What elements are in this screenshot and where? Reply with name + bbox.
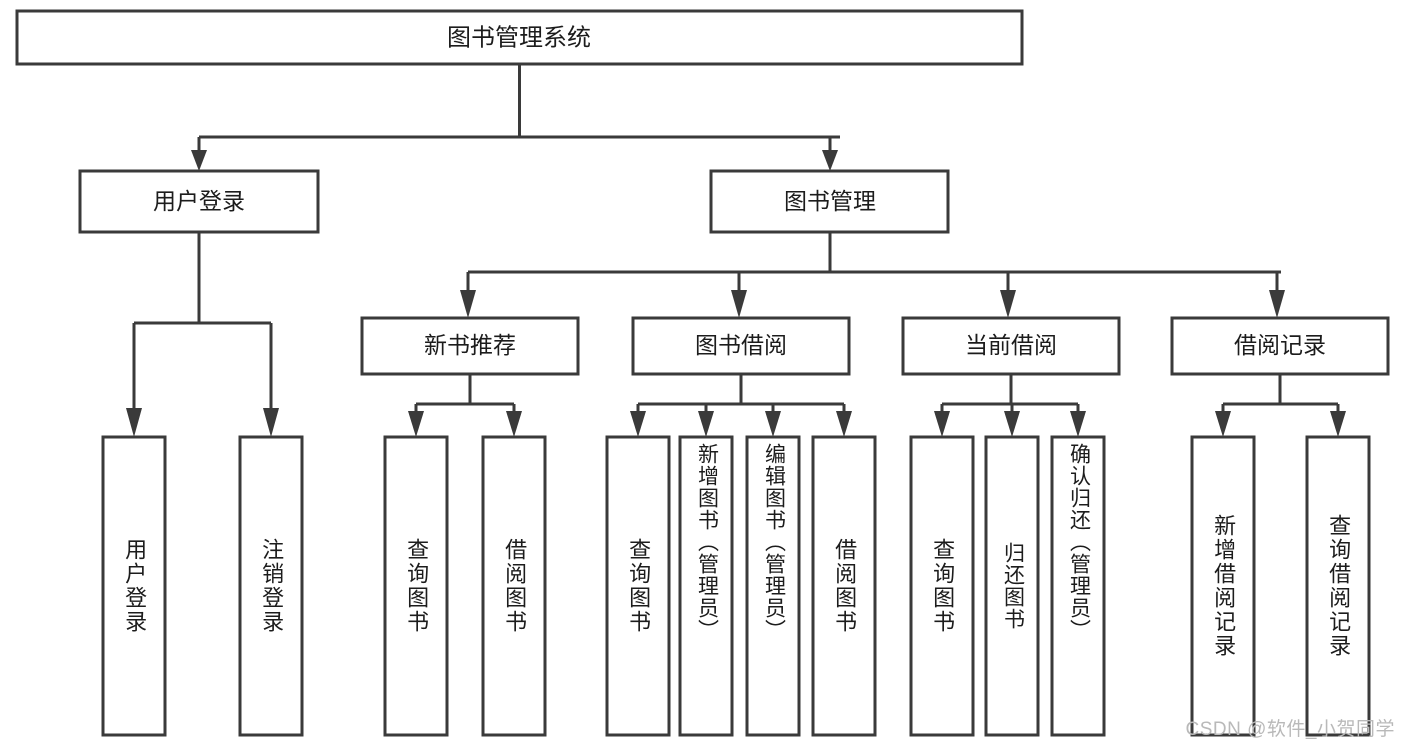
arrow-head-leaf-logout: [263, 408, 279, 437]
arrow-head-borrow-record: [1269, 290, 1285, 318]
arrow-head-current-borrow: [1000, 290, 1016, 318]
arrow-head-user-login: [191, 150, 207, 171]
leaf-box-borrow-book-b[interactable]: [811, 435, 877, 737]
leaf-box-query-book-a[interactable]: [383, 435, 449, 737]
node-current-borrow[interactable]: 当前借阅: [901, 316, 1121, 376]
node-user-login[interactable]: 用户登录: [78, 169, 320, 234]
book-borrow-box[interactable]: [631, 316, 851, 376]
leaf-box-query-book-c[interactable]: [909, 435, 975, 737]
arrow-head-borrow-book: [731, 290, 747, 318]
arrow-head-leaf-edit-book: [765, 411, 781, 437]
user-login-label: 用户登录: [153, 188, 245, 214]
book-management-box[interactable]: [709, 169, 950, 234]
leaf-box-return-book[interactable]: [984, 435, 1040, 737]
arrow-head-leaf-borrow-book-a: [506, 411, 522, 437]
arrow-head-book-mgmt: [822, 150, 838, 171]
connector-group-user-login: [126, 232, 279, 437]
borrow-record-label: 借阅记录: [1234, 332, 1326, 358]
leaf-box-logout[interactable]: [238, 435, 304, 737]
arrow-head-leaf-query-book-c: [934, 411, 950, 437]
arrow-head-new-book: [460, 290, 476, 318]
connector-group-new-book: [408, 374, 522, 437]
leaf-box-borrow-book-a[interactable]: [481, 435, 547, 737]
arrow-head-leaf-query-book-a: [408, 411, 424, 437]
node-book-management[interactable]: 图书管理: [709, 169, 950, 234]
node-book-borrow[interactable]: 图书借阅: [631, 316, 851, 376]
current-borrow-label: 当前借阅: [965, 332, 1057, 358]
root-node-box[interactable]: [15, 9, 1024, 66]
current-borrow-box[interactable]: [901, 316, 1121, 376]
connector-group-borrow-record: [1215, 374, 1346, 437]
leaf-box-add-book[interactable]: [678, 435, 734, 737]
arrow-head-leaf-add-book: [698, 411, 714, 437]
connector-group-current-borrow: [934, 374, 1086, 437]
leaf-box-query-book-b[interactable]: [605, 435, 671, 737]
arrow-head-leaf-query-record: [1330, 411, 1346, 437]
arrow-head-leaf-query-book-b: [630, 411, 646, 437]
arrow-head-leaf-user-login: [126, 408, 142, 437]
leaf-box-edit-book[interactable]: [745, 435, 801, 737]
arrow-head-leaf-borrow-book-b: [836, 411, 852, 437]
connector-group-book-management: [460, 232, 1285, 318]
arrow-head-leaf-return-book: [1004, 411, 1020, 437]
book-borrow-label: 图书借阅: [695, 332, 787, 358]
user-login-box[interactable]: [78, 169, 320, 234]
node-new-book-recommend[interactable]: 新书推荐: [360, 316, 580, 376]
node-root-book-management-system[interactable]: 图书管理系统: [15, 9, 1024, 66]
connector-group-borrow-book: [630, 374, 852, 437]
leaf-box-group: [101, 435, 1371, 737]
root-node-label: 图书管理系统: [447, 24, 591, 51]
arrow-head-leaf-add-record: [1215, 411, 1231, 437]
leaf-box-confirm-return[interactable]: [1050, 435, 1106, 737]
new-book-recommend-label: 新书推荐: [424, 332, 516, 358]
borrow-record-box[interactable]: [1170, 316, 1390, 376]
new-book-recommend-box[interactable]: [360, 316, 580, 376]
leaf-box-user-login[interactable]: [101, 435, 167, 737]
leaf-box-query-record[interactable]: [1305, 435, 1371, 737]
node-borrow-record[interactable]: 借阅记录: [1170, 316, 1390, 376]
arrow-head-leaf-confirm-return: [1070, 411, 1086, 437]
connector-group-root: [191, 64, 840, 171]
book-management-label: 图书管理: [784, 188, 876, 214]
leaf-box-add-record[interactable]: [1190, 435, 1256, 737]
csdn-watermark: CSDN @软件_小贺同学: [1185, 719, 1395, 740]
